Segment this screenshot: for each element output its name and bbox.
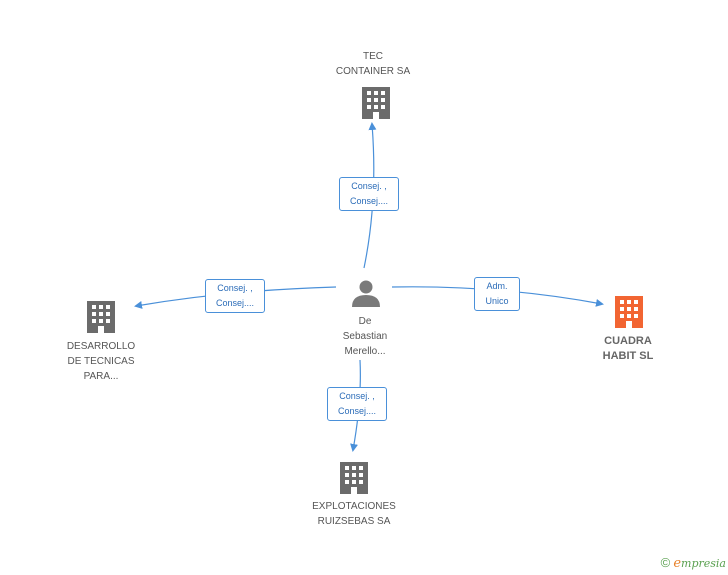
brand-footer[interactable]: © empresia (661, 555, 726, 571)
brand-logo-e: e (673, 556, 682, 571)
relation-box-right-line1: Adm. (486, 281, 508, 291)
relation-box-left-line2: Consej.... (215, 298, 255, 308)
building-icon-cuadra-habit[interactable] (615, 296, 643, 328)
person-icon[interactable] (352, 280, 380, 308)
building-icon-desarrollo-tecnicas[interactable] (87, 301, 115, 333)
node-label-desarrollo-tecnicas[interactable]: DESARROLLO DE TECNICAS PARA... (66, 341, 136, 382)
copyright-symbol: © (660, 555, 671, 570)
relation-box-right-line2: Unico (485, 296, 509, 306)
relation-box-top-line2: Consej.... (349, 196, 389, 206)
relation-box-bottom-line2: Consej.... (337, 406, 377, 416)
relation-box-bottom-line1: Consej. , (339, 391, 375, 401)
building-icon-tec-container[interactable] (362, 87, 390, 119)
relation-box-bottom[interactable]: Consej. , Consej.... (327, 387, 387, 421)
brand-logo-text: mpresia (681, 557, 726, 570)
relation-box-top[interactable]: Consej. , Consej.... (339, 177, 399, 211)
relation-box-right[interactable]: Adm. Unico (474, 277, 520, 311)
node-label-cuadra-habit[interactable]: CUADRA HABIT SL (602, 335, 654, 362)
relation-box-left[interactable]: Consej. , Consej.... (205, 279, 265, 313)
node-label-person[interactable]: De Sebastian Merello... (342, 316, 388, 357)
relation-box-left-line1: Consej. , (217, 283, 253, 293)
node-label-tec-container[interactable]: TEC CONTAINER SA (335, 51, 411, 77)
node-label-explotaciones[interactable]: EXPLOTACIONES RUIZSEBAS SA (312, 501, 396, 527)
building-icon-explotaciones[interactable] (340, 462, 368, 494)
relation-box-top-line1: Consej. , (351, 181, 387, 191)
